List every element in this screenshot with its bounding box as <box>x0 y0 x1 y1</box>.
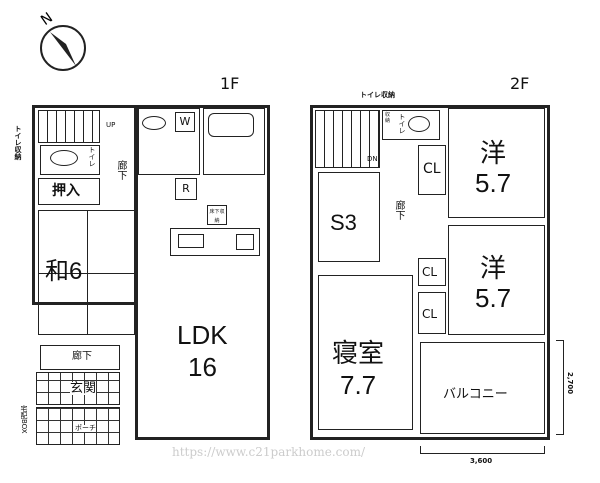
toilet-storage-2f-label: トイレ収納 <box>360 91 395 99</box>
underfloor-storage: 床下収納 <box>207 205 227 225</box>
delivery-box-label: 宅配BOX <box>20 405 28 434</box>
closet-1-label: CL <box>423 161 441 177</box>
closet-3-label: CL <box>422 307 438 321</box>
porch-label: ポーチ <box>75 424 96 432</box>
west-room-1 <box>448 108 545 218</box>
ldk-size: 16 <box>188 352 217 382</box>
floor-2-title: 2F <box>510 74 530 93</box>
japanese-room <box>38 210 135 335</box>
bedroom-name: 寝室 <box>332 338 385 368</box>
svg-text:N: N <box>38 10 56 29</box>
stairs-1f <box>38 110 100 143</box>
toilet-2f-storage: 収納 <box>385 112 391 124</box>
toilet-1f <box>40 145 100 175</box>
west-room-2 <box>448 225 545 335</box>
closet-label: 押入 <box>52 183 80 199</box>
north-compass-icon: N <box>38 10 86 71</box>
west-room-2-name: 洋 <box>480 253 507 283</box>
floor-2-outline <box>310 105 550 440</box>
closet-1 <box>418 145 446 195</box>
fridge-icon: R <box>175 178 197 200</box>
bathroom <box>203 108 265 175</box>
floor-1-title: 1F <box>220 74 240 93</box>
hallway-2f-label: 廊下 <box>393 200 404 220</box>
bedroom <box>318 275 413 430</box>
porch <box>36 407 120 445</box>
dn-label: DN <box>367 155 378 163</box>
balcony <box>420 342 545 434</box>
watermark: https://www.c21parkhome.com/ <box>172 445 365 459</box>
hallway-lower-label: 廊下 <box>72 351 92 362</box>
closet-3 <box>418 292 446 334</box>
storage-room-label: S3 <box>330 210 357 235</box>
west-room-1-name: 洋 <box>480 138 507 168</box>
west-room-1-size: 5.7 <box>475 168 512 198</box>
stove-icon <box>236 234 254 250</box>
west-room-2-size: 5.7 <box>475 283 512 313</box>
toilet-2f-icon <box>408 116 430 132</box>
balcony-label: バルコニー <box>443 387 508 402</box>
depth-dimension-line <box>556 340 564 435</box>
toilet-storage-1f-label: トイレ収納 <box>14 125 22 160</box>
toilet-2f-label: トイレ <box>398 113 406 134</box>
closet-1f <box>38 178 100 205</box>
sink-icon <box>142 116 166 130</box>
toilet-1f-label: トイレ <box>88 146 96 167</box>
closet-2-label: CL <box>422 265 438 279</box>
up-label: UP <box>106 121 116 129</box>
balcony-depth-label: 2,700 <box>566 372 574 395</box>
japanese-room-label: 和6 <box>45 258 83 285</box>
washroom <box>138 108 200 175</box>
kitchen-counter <box>170 228 260 256</box>
toilet-icon <box>50 150 78 166</box>
storage-room <box>318 172 380 262</box>
closet-2 <box>418 258 446 286</box>
bathtub-icon <box>208 113 254 137</box>
stairs-2f <box>315 110 380 168</box>
washer-icon: W <box>175 112 195 132</box>
ldk-name: LDK <box>177 320 228 350</box>
bedroom-size: 7.7 <box>340 370 377 400</box>
toilet-2f <box>382 110 440 140</box>
entrance-label: 玄関 <box>70 381 97 396</box>
hallway-lower <box>40 345 120 370</box>
floor-1-east-block <box>135 105 270 440</box>
width-dimension-line <box>420 446 545 454</box>
hallway-upper-label: 廊下 <box>115 160 126 180</box>
kitchen-sink-icon <box>178 234 204 248</box>
balcony-width-label: 3,600 <box>470 457 493 465</box>
